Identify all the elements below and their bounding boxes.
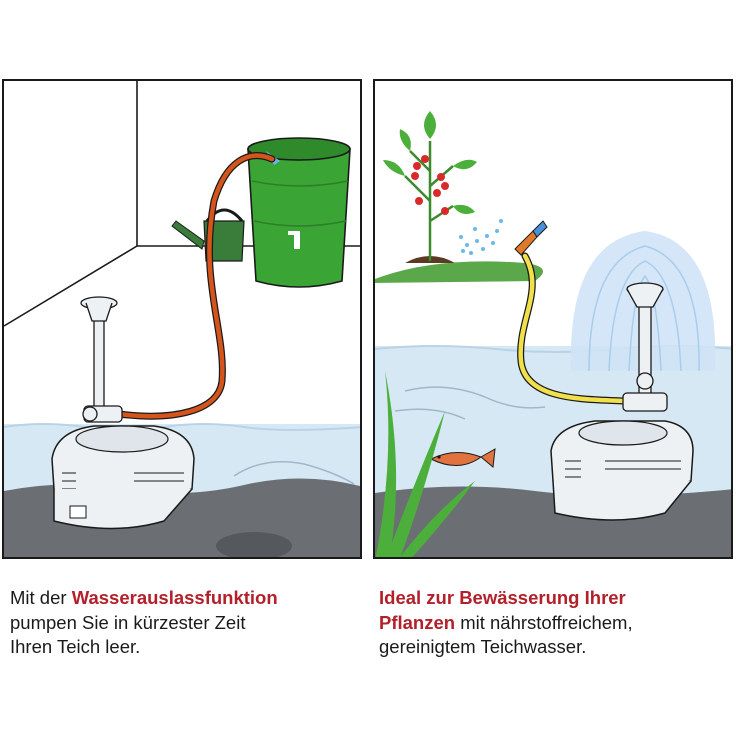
caption-right-line1: Ideal zur Bewässerung Ihrer [379,587,626,608]
caption-highlight: Pflanzen [379,611,456,633]
rain-barrel [247,137,351,288]
yellow-hose [518,253,626,404]
tomato-plant [383,111,477,261]
caption-right-line2: Pflanzen mit nährstoffreichem, [379,611,734,636]
caption-left: Mit der Wasserauslassfunktion pumpen Sie… [10,586,360,660]
orange-hose [116,153,275,419]
water-spray [459,219,503,255]
caption-left-line1: Mit der Wasserauslassfunktion [10,586,360,611]
irrigation-illustration [373,79,733,559]
irrigation-scene [375,111,731,557]
pond-pump [550,282,694,521]
watering-can [171,208,245,262]
caption-text: Mit der [10,587,72,608]
caption-text: mit nährstoffreichem, [455,611,633,633]
caption-left-line2: pumpen Sie in kürzester Zeit [10,611,246,633]
caption-right: Ideal zur Bewässerung Ihrer Pflanzen mit… [379,586,734,660]
fish [429,448,496,468]
caption-right-line3: gereinigtem Teichwasser. [379,636,587,657]
caption-left-line3: Ihren Teich leer. [10,636,141,657]
reeds [375,371,475,557]
floor-edge-left [4,245,138,327]
caption-highlight: Wasserauslassfunktion [71,587,278,608]
grass-bank [375,261,543,283]
pond-emptying-illustration [2,79,362,559]
pond-pump [51,296,195,530]
pond-emptying-scene [4,81,360,557]
